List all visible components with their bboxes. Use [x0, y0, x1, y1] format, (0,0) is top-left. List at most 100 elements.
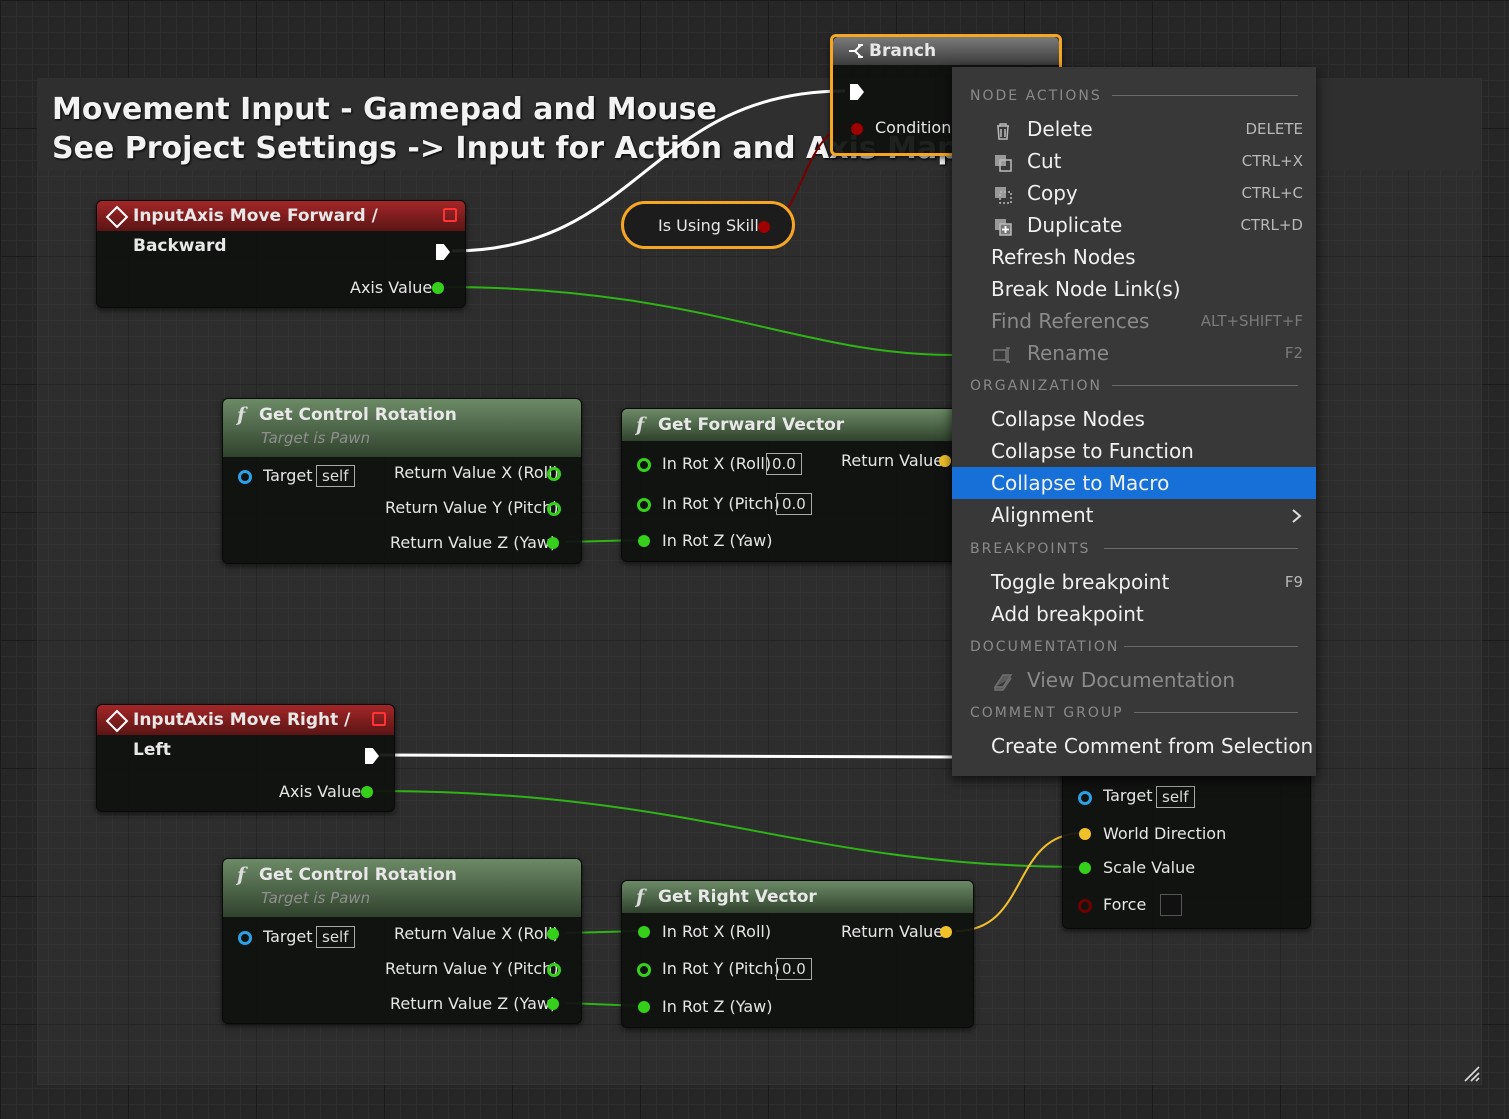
resize-handle-icon[interactable] [1462, 1064, 1480, 1082]
function-icon: f [636, 414, 645, 436]
return-y-pin[interactable] [547, 963, 561, 977]
force-label: Force [1103, 895, 1147, 914]
branch-exec-in-pin[interactable] [850, 84, 864, 100]
target-label: Target [1103, 786, 1153, 805]
input-axis-right-node[interactable]: InputAxis Move Right / Left Axis Value [96, 704, 395, 812]
in-rot-z-label: In Rot Z (Yaw) [662, 997, 773, 1016]
target-pin[interactable] [238, 470, 252, 484]
menu-item-label: Delete [1027, 117, 1093, 141]
get-control-rotation-title-1: Get Control Rotation [259, 405, 457, 425]
in-rot-y-pin[interactable] [637, 963, 651, 977]
forward-axis-value-pin[interactable] [432, 282, 444, 294]
is-using-skill-label: Is Using Skill [658, 216, 759, 235]
is-using-skill-node[interactable]: Is Using Skill [621, 201, 795, 249]
stop-icon [372, 712, 386, 726]
menu-item-refresh-nodes[interactable]: Refresh Nodes [952, 241, 1316, 273]
return-x-label: Return Value X (Roll) [394, 924, 559, 943]
cut-icon [995, 155, 1012, 172]
section-comment-group: COMMENT GROUP [970, 705, 1124, 721]
documentation-icon [993, 674, 1013, 691]
menu-item-label: Toggle breakpoint [991, 570, 1170, 594]
menu-item-collapse-to-function[interactable]: Collapse to Function [952, 435, 1316, 467]
self-box[interactable]: self [316, 465, 355, 487]
world-direction-pin[interactable] [1079, 828, 1091, 840]
duplicate-icon [995, 219, 1012, 236]
target-pin[interactable] [238, 931, 252, 945]
return-value-pin[interactable] [940, 926, 952, 938]
return-z-label: Return Value Z (Yaw) [390, 533, 557, 552]
right-axis-value-pin[interactable] [361, 786, 373, 798]
in-rot-z-pin[interactable] [638, 1001, 650, 1013]
forward-exec-out-pin[interactable] [436, 244, 450, 260]
menu-item-label: Cut [1027, 149, 1062, 173]
self-box[interactable]: self [1156, 786, 1195, 808]
return-y-pin[interactable] [547, 502, 561, 516]
menu-item-create-comment-from-selection[interactable]: Create Comment from Selection [952, 730, 1316, 762]
section-breakpoints: BREAKPOINTS [970, 541, 1091, 557]
in-rot-y-value[interactable]: 0.0 [776, 493, 812, 515]
self-box[interactable]: self [316, 926, 355, 948]
branch-condition-pin[interactable] [851, 123, 863, 135]
force-checkbox[interactable] [1160, 894, 1182, 916]
menu-item-copy[interactable]: Copy CTRL+C [952, 177, 1316, 209]
context-menu[interactable]: NODE ACTIONS Delete DELETE Cut CTRL+X Co… [952, 67, 1316, 776]
separator [1112, 95, 1298, 96]
target-label: Target [263, 466, 313, 485]
event-icon [105, 205, 129, 229]
menu-item-label: View Documentation [1027, 668, 1235, 692]
stop-icon [443, 208, 457, 222]
chevron-right-icon [1292, 509, 1302, 523]
menu-item-label: Find References [991, 309, 1150, 333]
menu-item-toggle-breakpoint[interactable]: Toggle breakpoint F9 [952, 566, 1316, 598]
menu-item-collapse-to-macro[interactable]: Collapse to Macro [952, 467, 1316, 499]
get-forward-vector-title: Get Forward Vector [658, 415, 845, 435]
forward-axis-value-label: Axis Value [350, 278, 433, 297]
menu-item-label: Collapse to Macro [991, 471, 1170, 495]
right-exec-out-pin[interactable] [365, 748, 379, 764]
menu-item-add-breakpoint[interactable]: Add breakpoint [952, 598, 1316, 630]
in-rot-z-pin[interactable] [638, 535, 650, 547]
return-x-pin[interactable] [547, 928, 559, 940]
menu-item-break-node-links[interactable]: Break Node Link(s) [952, 273, 1316, 305]
menu-item-alignment[interactable]: Alignment [952, 499, 1316, 531]
menu-item-collapse-nodes[interactable]: Collapse Nodes [952, 403, 1316, 435]
return-value-pin[interactable] [939, 455, 951, 467]
get-control-rotation-node-1[interactable]: f Get Control Rotation Target is Pawn Ta… [222, 398, 582, 564]
menu-item-label: Add breakpoint [991, 602, 1144, 626]
float-wire-right-axis [375, 790, 1084, 868]
menu-item-label: Collapse Nodes [991, 407, 1145, 431]
in-rot-y-pin[interactable] [637, 498, 651, 512]
function-icon: f [237, 864, 246, 886]
in-rot-x-value[interactable]: 0.0 [766, 453, 802, 475]
separator [1134, 712, 1298, 713]
return-z-pin[interactable] [547, 998, 559, 1010]
get-right-vector-node[interactable]: f Get Right Vector In Rot X (Roll) Retur… [621, 880, 974, 1028]
return-x-pin[interactable] [547, 467, 561, 481]
section-organization: ORGANIZATION [970, 378, 1103, 394]
menu-item-shortcut: F2 [1284, 344, 1303, 362]
return-x-label: Return Value X (Roll) [394, 463, 559, 482]
get-control-rotation-node-2[interactable]: f Get Control Rotation Target is Pawn Ta… [222, 858, 582, 1024]
in-rot-y-value[interactable]: 0.0 [776, 958, 812, 980]
target-pin[interactable] [1078, 791, 1092, 805]
menu-item-shortcut: ALT+SHIFT+F [1200, 312, 1303, 330]
menu-item-duplicate[interactable]: Duplicate CTRL+D [952, 209, 1316, 241]
is-using-skill-out-pin[interactable] [758, 221, 770, 233]
in-rot-x-pin[interactable] [638, 926, 650, 938]
menu-item-cut[interactable]: Cut CTRL+X [952, 145, 1316, 177]
in-rot-x-pin[interactable] [637, 458, 651, 472]
force-pin[interactable] [1078, 899, 1092, 913]
return-y-label: Return Value Y (Pitch) [385, 498, 559, 517]
trash-icon [997, 123, 1009, 140]
menu-item-find-references: Find References ALT+SHIFT+F [952, 305, 1316, 337]
input-axis-right-header: InputAxis Move Right / Left [97, 705, 394, 760]
get-forward-vector-node[interactable]: f Get Forward Vector In Rot X (Roll) 0.0… [621, 408, 983, 562]
get-forward-vector-header: f Get Forward Vector [622, 409, 982, 441]
in-rot-y-label: In Rot Y (Pitch) [662, 494, 780, 513]
input-axis-forward-node[interactable]: InputAxis Move Forward / Backward Axis V… [96, 200, 466, 308]
scale-value-pin[interactable] [1079, 862, 1091, 874]
input-axis-right-title: InputAxis Move Right / Left [133, 710, 351, 760]
exec-wire-forward [451, 89, 846, 253]
return-z-pin[interactable] [547, 537, 559, 549]
menu-item-delete[interactable]: Delete DELETE [952, 113, 1316, 145]
